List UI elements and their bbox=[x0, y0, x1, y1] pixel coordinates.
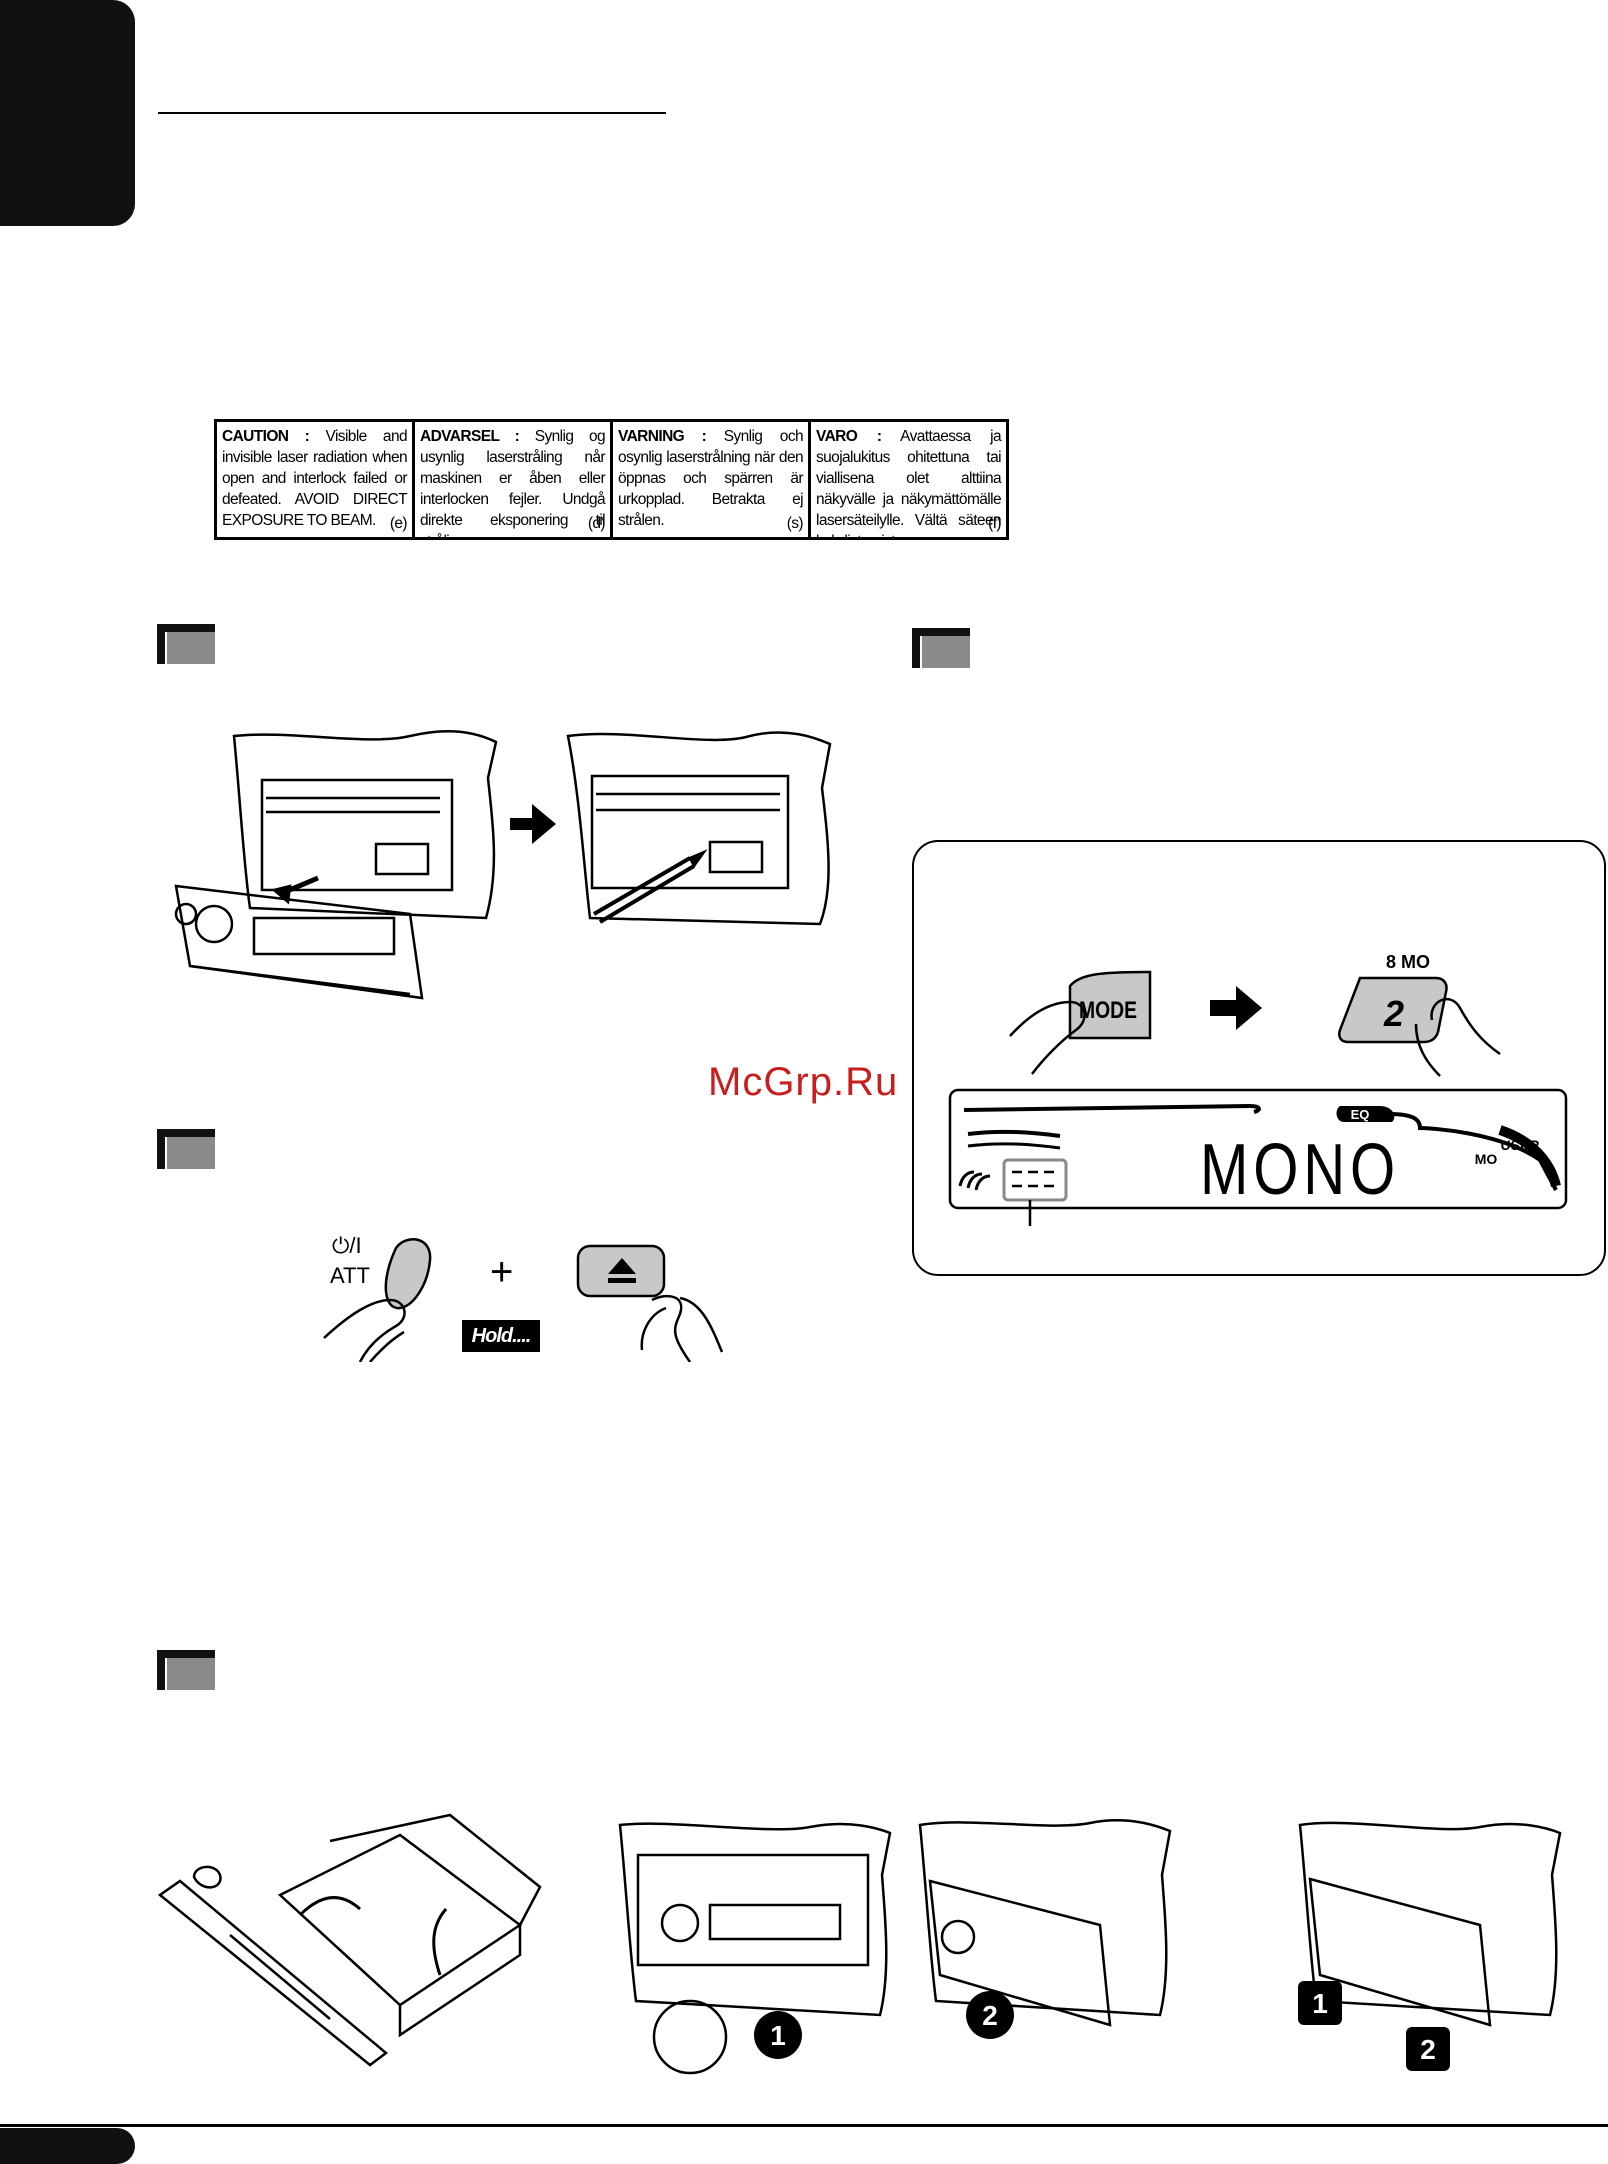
caution-cell-swedish: VARNING : Synlig och osynlig laserstråln… bbox=[613, 422, 811, 537]
caution-heading: VARNING : bbox=[618, 428, 707, 445]
mo-label: MO bbox=[1475, 1151, 1498, 1167]
page-number-tab bbox=[0, 2128, 135, 2164]
language-tab bbox=[0, 0, 135, 226]
step-1-square: 1 bbox=[1312, 1988, 1328, 2019]
mode-button-label: MODE bbox=[1079, 997, 1137, 1024]
caution-text: Synlig og usynlig laserstråling når mask… bbox=[420, 428, 606, 537]
caution-heading: CAUTION : bbox=[222, 428, 310, 445]
eject-icon bbox=[608, 1258, 636, 1274]
title-rule bbox=[158, 112, 666, 114]
detach-clean-illustration bbox=[174, 729, 832, 1000]
step-2-badge: 2 bbox=[982, 2000, 998, 2031]
section-marker bbox=[157, 1650, 215, 1690]
caution-cell-finnish: VARO : Avattaessa ja suojalukitus ohitet… bbox=[811, 422, 1006, 537]
laser-caution-label: CAUTION : Visible and invisible laser ra… bbox=[214, 419, 1009, 540]
mono-mode-illustration: EQ USER MO MONO MODE 2 8 MO bbox=[948, 952, 1568, 1226]
footer-rule bbox=[0, 2124, 1608, 2127]
caution-text: Avattaessa ja suojalukitus ohitettuna ta… bbox=[816, 428, 1002, 537]
section-marker bbox=[912, 628, 970, 668]
caution-code: (e) bbox=[389, 515, 408, 532]
reset-buttons-illustration bbox=[323, 1238, 724, 1362]
caution-cell-english: CAUTION : Visible and invisible laser ra… bbox=[217, 422, 415, 537]
user-label: USER bbox=[1501, 1137, 1540, 1153]
section-marker bbox=[157, 624, 215, 664]
arrow-right-icon bbox=[1210, 986, 1262, 1030]
caution-text: Synlig och osynlig laserstrålning när de… bbox=[618, 428, 804, 529]
caution-code: (s) bbox=[786, 515, 804, 532]
plus-sign: + bbox=[490, 1250, 514, 1294]
power-label: ⏻/I bbox=[332, 1233, 362, 1258]
preset-caption: 8 MO bbox=[1386, 952, 1430, 972]
preset-2-label: 2 bbox=[1383, 993, 1404, 1034]
step-1-badge: 1 bbox=[770, 2020, 786, 2051]
display-main-text: MONO bbox=[1200, 1130, 1400, 1210]
arrow-right-icon bbox=[510, 804, 556, 844]
caution-code: (d) bbox=[587, 515, 606, 532]
mono-mode-panel bbox=[912, 840, 1606, 1276]
caution-cell-danish: ADVARSEL : Synlig og usynlig laserstråli… bbox=[415, 422, 613, 537]
att-label: ATT bbox=[330, 1263, 370, 1288]
hold-badge: Hold.... bbox=[462, 1320, 540, 1352]
watermark: McGrp.Ru bbox=[708, 1060, 899, 1104]
eq-label: EQ bbox=[1351, 1107, 1370, 1122]
section-marker bbox=[157, 1129, 215, 1169]
caution-code: (f) bbox=[988, 515, 1001, 532]
panel-case-illustration: 1 2 1 2 bbox=[157, 1813, 1562, 2075]
caution-heading: ADVARSEL : bbox=[420, 428, 520, 445]
step-2-square: 2 bbox=[1420, 2034, 1436, 2065]
caution-heading: VARO : bbox=[816, 428, 882, 445]
caution-text: Visible and invisible laser radiation wh… bbox=[222, 428, 408, 529]
